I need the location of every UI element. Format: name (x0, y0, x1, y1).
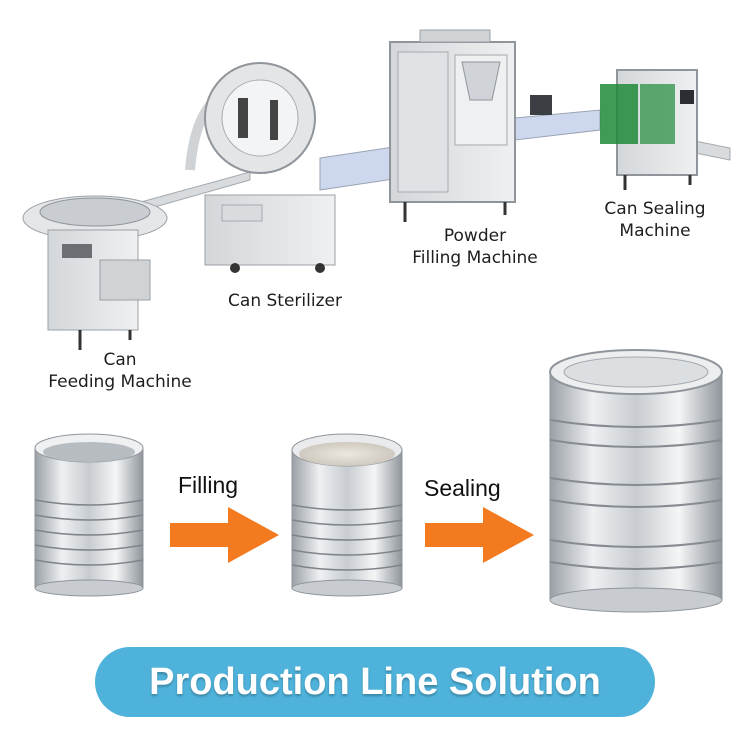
can-sterilizer-label-line1: Can Sterilizer (228, 291, 342, 311)
empty-can (34, 433, 144, 597)
powder-filling-machine (389, 29, 552, 222)
powder-filling-label-line2: Filling Machine (412, 248, 538, 268)
powder-filling-label-line1: Powder (443, 226, 507, 246)
banner-title: Production Line Solution (149, 660, 601, 703)
can-sealing-label: Can Sealing Machine (580, 198, 730, 242)
sealing-step-label: Sealing (424, 475, 501, 501)
sealed-can (549, 349, 723, 613)
can-feeding-machine (22, 195, 168, 350)
filling-arrow (170, 507, 279, 563)
can-sealing-label-line2: Machine (619, 221, 691, 241)
powder-filling-label: Powder Filling Machine (395, 225, 555, 269)
can-sterilizer-label: Can Sterilizer (205, 290, 365, 312)
can-feeding-label: Can Feeding Machine (25, 349, 215, 393)
production-line-banner: Production Line Solution (95, 647, 655, 717)
can-sealing-machine (600, 69, 698, 190)
sealing-arrow (425, 507, 534, 563)
can-sterilizer (185, 62, 336, 273)
can-feeding-label-line2: Feeding Machine (48, 372, 192, 392)
can-feeding-label-line1: Can (103, 350, 137, 370)
filled-can (291, 433, 403, 597)
can-sealing-label-line1: Can Sealing (604, 199, 706, 219)
filling-step-label: Filling (178, 472, 239, 498)
